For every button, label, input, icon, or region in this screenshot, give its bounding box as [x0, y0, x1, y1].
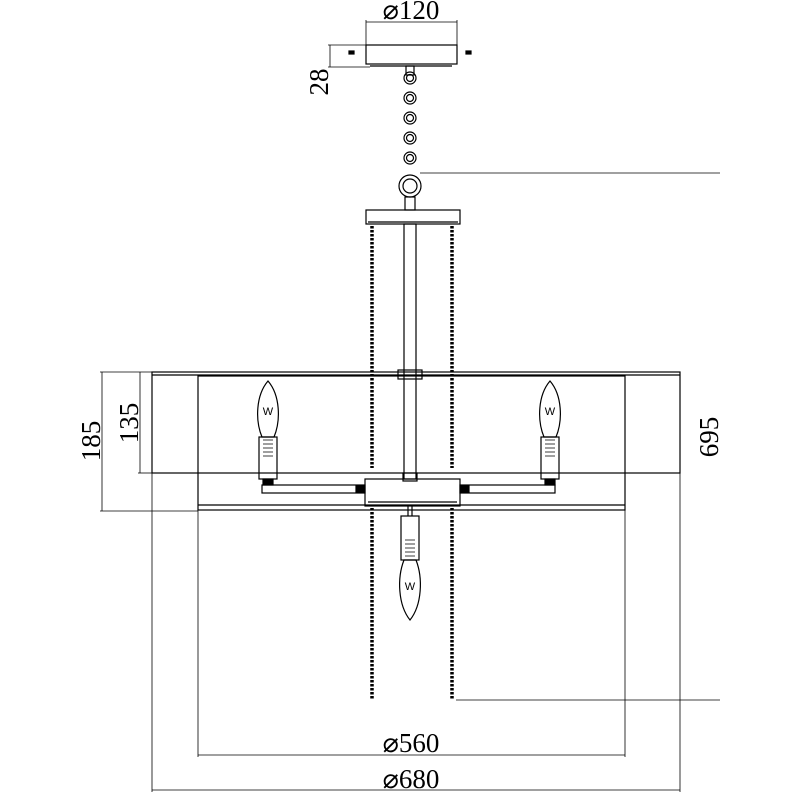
- shade-outer-height-label: 185: [76, 421, 106, 462]
- suspension-chain: [398, 65, 720, 211]
- inner-diameter-label: ⌀560: [383, 728, 440, 758]
- canopy-dimension-lines: [328, 20, 458, 68]
- canopy-diameter-label: ⌀120: [383, 0, 440, 25]
- arms-and-hub: [261, 478, 556, 507]
- bulb-mark-right: W: [545, 406, 556, 418]
- bulb-mark-bottom: W: [405, 581, 416, 593]
- outer-diameter-label: ⌀680: [383, 764, 440, 794]
- bulb-right: [539, 380, 561, 486]
- bead-chains: [370, 226, 454, 700]
- overall-height-label: 695: [694, 417, 724, 458]
- top-plate-and-rod: [365, 209, 461, 482]
- bulb-left: [257, 380, 279, 486]
- bulb-mark-left: W: [263, 406, 274, 418]
- shade-dimension-lines: [100, 371, 681, 792]
- bulb-bottom: [399, 506, 421, 621]
- shade-inner-height-label: 135: [114, 403, 144, 444]
- canopy-height-label: 28: [304, 69, 334, 96]
- canopy: [348, 44, 472, 67]
